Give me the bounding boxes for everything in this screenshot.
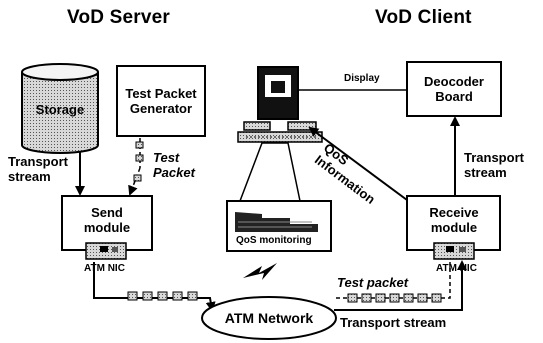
transport-stream-bottom-label: Transport stream [340,315,447,330]
receive-nic-card [433,242,475,260]
atm-nic-right-label: ATM NIC [436,263,477,274]
send-module-label: Send module [83,205,131,235]
test-packet-left-label: Test Packet [153,150,195,180]
send-network-path [93,262,216,312]
computer-icon [237,66,323,143]
qos-monitor-box [226,200,332,252]
receive-module-label: Receive module [429,205,479,235]
test-packet-path [128,138,144,196]
server-title: VoD Server [67,7,171,28]
transport-stream-right-label: Transport stream [464,150,524,180]
test-packet-bottom-label: Test packet [337,275,409,290]
lightning-icon [243,263,277,280]
transport-stream-left-label: Transport stream [8,154,68,184]
send-module-box [61,195,153,251]
qos-callout [238,142,301,202]
send-nic-card [85,242,127,260]
storage-label: Storage [35,101,85,117]
decoder-label: Deocoder Board [424,74,484,104]
qos-monitoring-label: QoS monitoring [236,235,312,246]
receive-network-path [334,260,467,311]
atm-network-label: ATM Network [224,309,314,326]
atm-nic-left-label: ATM NIC [84,263,125,274]
display-label: Display [344,73,380,84]
receive-module-box [406,195,501,251]
arrow-qos-information [308,126,408,201]
generator-box [116,65,206,137]
storage-cylinder [21,63,99,154]
client-title: VoD Client [375,7,472,28]
generator-label: Test Packet Generator [125,86,197,116]
atm-network-ellipse [201,296,337,340]
